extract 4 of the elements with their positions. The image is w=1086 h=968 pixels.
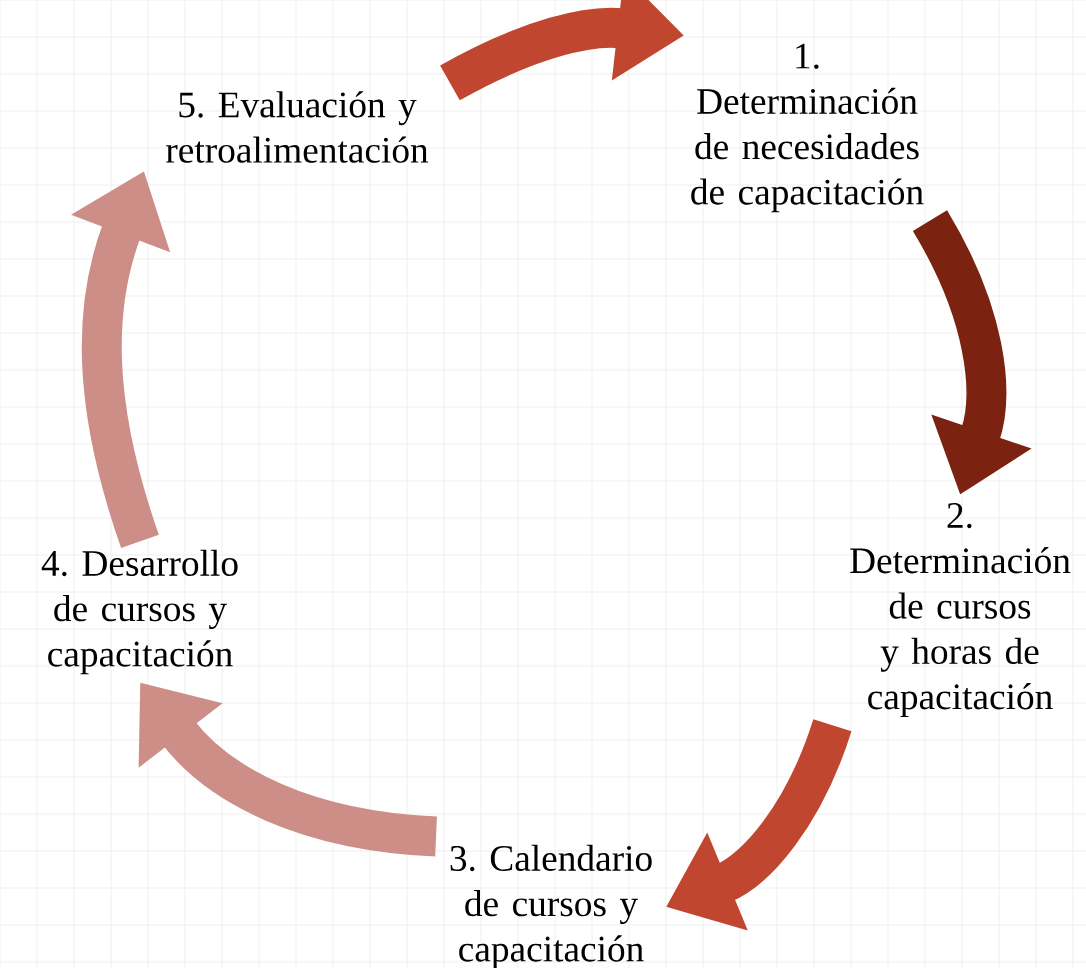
step-label: 5. Evaluación y retroalimentación <box>166 91 429 163</box>
step-label: 4. Desarrollo de cursos y capacitación <box>41 549 238 675</box>
step-label: 2. Determinación de cursos y horas de capacitación <box>850 503 1071 717</box>
step-label: 1. Determinación de necesidades de capacitación <box>691 43 924 213</box>
